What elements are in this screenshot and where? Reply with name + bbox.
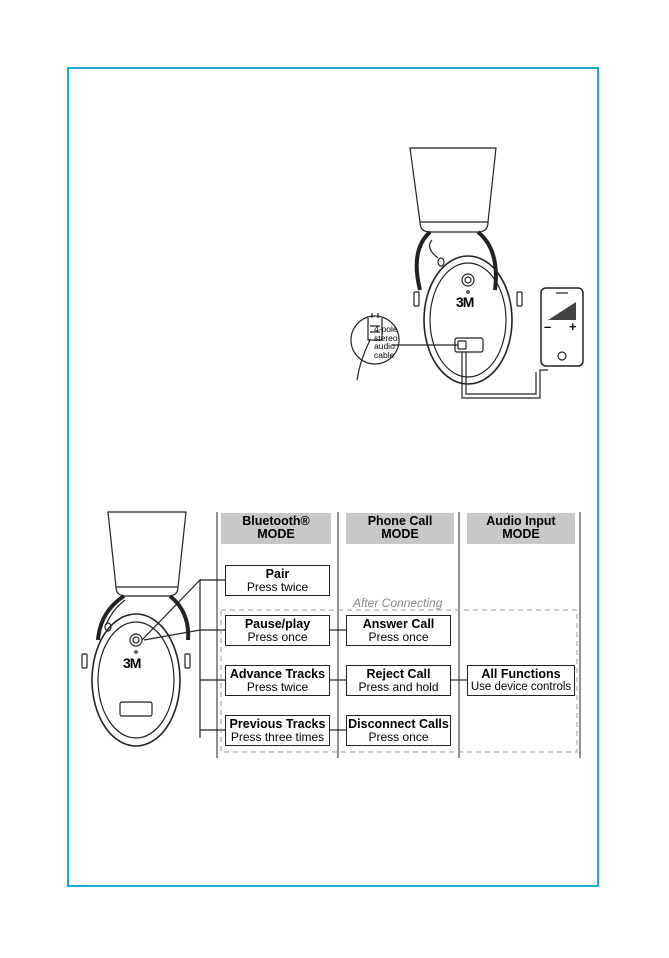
function-box-pair: Pair Press twice xyxy=(225,565,330,596)
volume-plus-label: + xyxy=(569,319,577,334)
after-connecting-region xyxy=(220,609,578,753)
mode-title: Phone Call xyxy=(367,514,433,528)
mode-title: Audio Input xyxy=(486,514,556,528)
mode-subtitle: MODE xyxy=(381,527,419,541)
cable-label-line: 4-pole xyxy=(374,324,398,334)
cable-label-line: cable xyxy=(374,349,395,360)
function-action: Advance Tracks xyxy=(229,667,326,681)
function-box-all-functions: All Functions Use device controls xyxy=(467,665,575,696)
function-press: Press once xyxy=(247,630,308,644)
mode-header-audio-input: Audio Input MODE xyxy=(467,513,575,544)
function-action: Pair xyxy=(265,567,290,581)
cable-label-line: audio xyxy=(374,341,395,351)
function-action: Pause/play xyxy=(244,617,311,631)
page-border-frame xyxy=(67,67,599,887)
function-action: Disconnect Calls xyxy=(348,717,449,731)
cable-label-line: stereo xyxy=(374,332,398,343)
after-connecting-label: After Connecting xyxy=(353,596,443,610)
function-box-answer-call: Answer Call Press once xyxy=(346,615,451,646)
function-box-disconnect-calls: Disconnect Calls Press once xyxy=(346,715,451,746)
function-action: Reject Call xyxy=(366,667,431,681)
function-box-reject-call: Reject Call Press and hold xyxy=(346,665,451,696)
mode-subtitle: MODE xyxy=(502,527,540,541)
function-action: Previous Tracks xyxy=(229,717,326,731)
function-box-advance-tracks: Advance Tracks Press twice xyxy=(225,665,330,696)
function-press: Press twice xyxy=(246,680,309,694)
cable-label: 4-pole stereo audio cable xyxy=(374,325,398,359)
brand-logo-bottom: 3M xyxy=(123,655,141,671)
function-action: All Functions xyxy=(481,667,561,681)
function-press: Press and hold xyxy=(358,680,439,694)
function-press: Press once xyxy=(368,730,429,744)
function-press: Press three times xyxy=(230,730,325,744)
function-action: Answer Call xyxy=(362,617,435,631)
mode-header-phone-call: Phone Call MODE xyxy=(346,513,454,544)
mode-subtitle: MODE xyxy=(257,527,295,541)
function-box-previous-tracks: Previous Tracks Press three times xyxy=(225,715,330,746)
earmuff-headset-illustration-top xyxy=(409,147,523,385)
mode-title: Bluetooth® xyxy=(242,514,310,528)
function-press: Press once xyxy=(368,630,429,644)
mode-header-bluetooth: Bluetooth® MODE xyxy=(221,513,331,544)
function-press: Use device controls xyxy=(470,681,572,693)
earmuff-headset-illustration-bottom xyxy=(81,511,191,747)
audio-cable-illustration xyxy=(350,313,548,399)
function-box-pause-play: Pause/play Press once xyxy=(225,615,330,646)
function-press: Press twice xyxy=(246,580,309,594)
smartphone-illustration xyxy=(540,287,584,367)
volume-minus-label: – xyxy=(544,319,552,334)
column-dividers xyxy=(216,512,581,758)
brand-logo-top: 3M xyxy=(456,294,474,310)
